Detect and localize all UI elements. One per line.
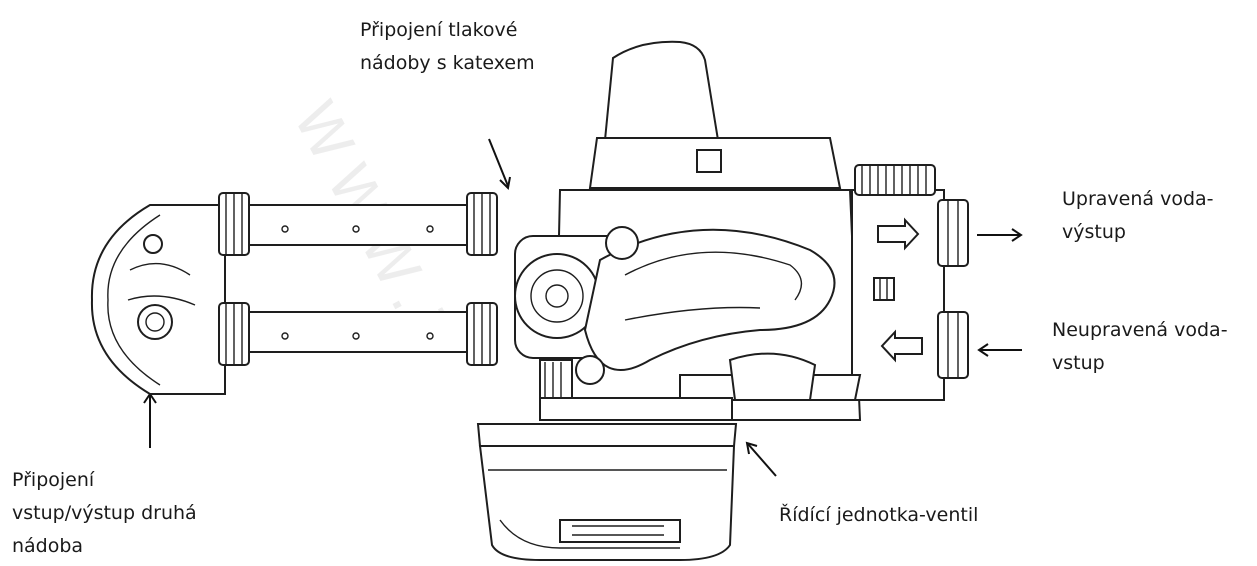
pipes (218, 192, 498, 366)
arrow-treated-outlet (977, 228, 1023, 242)
label-tank-connection: Připojení tlakové nádoby s katexem (360, 19, 535, 74)
label-raw-inlet: Neupravená voda- vstup (1052, 319, 1228, 374)
label-control-unit: Řídící jednotka-ventil (779, 504, 979, 526)
valve-base (679, 352, 862, 401)
port-block (851, 164, 969, 401)
arrow-control-unit (745, 441, 777, 477)
arrow-raw-inlet (977, 343, 1022, 357)
arrows (143, 138, 1023, 477)
second-tank-head (90, 204, 226, 395)
label-treated-outlet: Upravená voda- výstup (1062, 188, 1214, 243)
label-second-tank: Připojení vstup/výstup druhá nádoba (12, 469, 197, 557)
motor-housing (588, 40, 842, 189)
arrow-second-tank (143, 392, 157, 448)
control-unit-box (476, 397, 738, 561)
arrow-tank-connection (488, 138, 511, 191)
